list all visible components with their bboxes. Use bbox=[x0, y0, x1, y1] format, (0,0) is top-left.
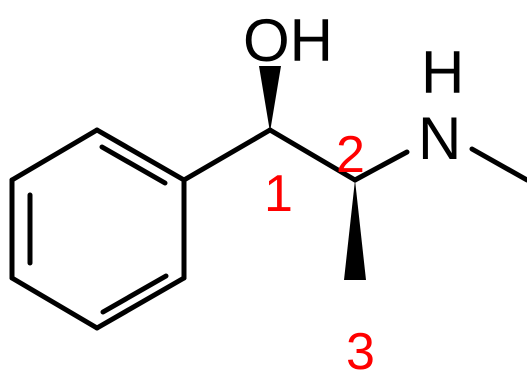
bond-ring-c1 bbox=[181, 127, 273, 183]
wedge-bond-c1-oh bbox=[259, 66, 281, 132]
locant-c2: 2 bbox=[336, 126, 365, 184]
amine-h-label: H bbox=[421, 39, 464, 106]
bond-c1-c2 bbox=[267, 127, 358, 183]
amine-n-label: N bbox=[418, 105, 461, 172]
benzene-ring bbox=[9, 127, 187, 331]
bond-n-methyl bbox=[469, 146, 527, 183]
ring-bond-1 bbox=[94, 127, 187, 183]
locant-c3: 3 bbox=[346, 323, 375, 377]
locant-c1: 1 bbox=[264, 165, 293, 223]
hydroxyl-label: OH bbox=[243, 7, 333, 74]
wedge-bond-c2-c3 bbox=[344, 180, 366, 280]
ring-bond-5 bbox=[94, 275, 187, 331]
ring-double-bond-top bbox=[99, 144, 168, 186]
ring-bond-2 bbox=[9, 127, 100, 183]
ring-double-bond-bottom bbox=[100, 273, 169, 315]
bond-c2-n bbox=[352, 149, 410, 183]
ring-bond-4 bbox=[9, 275, 100, 331]
